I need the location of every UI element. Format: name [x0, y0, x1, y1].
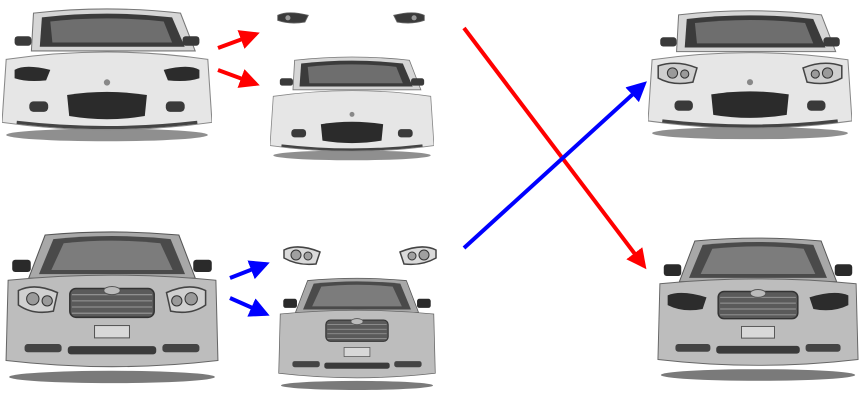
sports-car-left-headlight	[277, 12, 309, 24]
sedan-with-sports-car-headlights	[658, 238, 858, 381]
sports-car-source-image	[2, 7, 212, 142]
sedan-right-headlight	[399, 246, 437, 266]
red-arrow-to-body	[217, 68, 260, 88]
sedan-body-without-headlights	[278, 277, 436, 390]
blue-arrow-to-headlights	[229, 260, 270, 280]
sedan-source-image	[5, 231, 219, 384]
sports-car-body-without-headlights	[270, 55, 434, 162]
sports-car-right-headlight	[393, 12, 425, 24]
red-arrow-to-headlights	[217, 30, 260, 50]
red-cross-arrow	[462, 26, 647, 270]
sedan-left-headlight	[283, 246, 321, 266]
blue-arrow-to-body	[229, 296, 270, 317]
blue-cross-arrow	[462, 81, 647, 250]
sports-car-with-sedan-headlights	[648, 11, 852, 140]
